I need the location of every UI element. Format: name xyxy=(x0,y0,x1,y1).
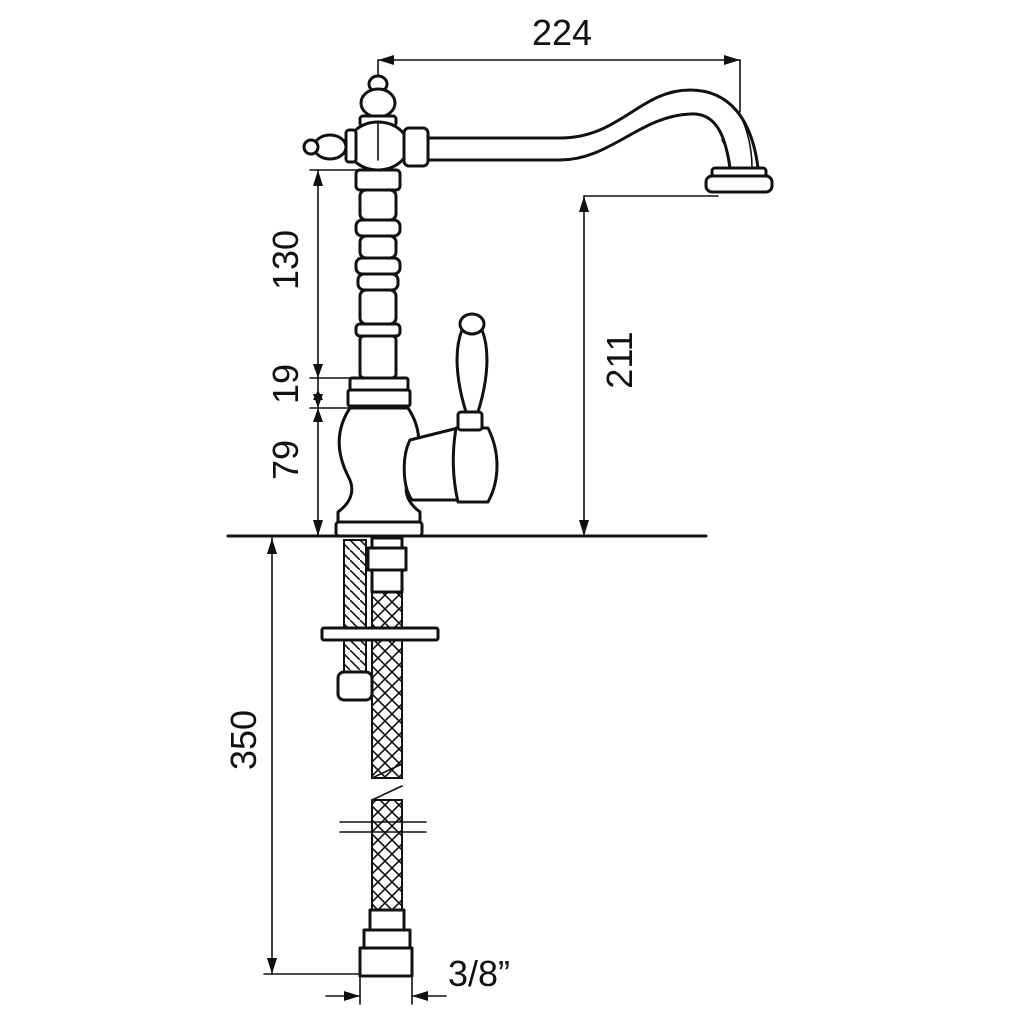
dimension-spout-height: 211 xyxy=(579,195,719,537)
braided-hose xyxy=(371,591,403,779)
upper-body-height-label: 130 xyxy=(265,230,306,290)
dimension-body-heights: 130 19 79 xyxy=(265,169,363,537)
faucet-column xyxy=(346,168,412,408)
fixing-nut xyxy=(336,670,374,702)
spout xyxy=(426,88,774,194)
lever-handle xyxy=(402,312,499,504)
hose-length-label: 350 xyxy=(223,710,264,770)
collar-height-label: 19 xyxy=(265,364,306,404)
supply-hoses xyxy=(320,536,440,978)
aerator xyxy=(704,174,774,194)
top-finial xyxy=(302,74,430,172)
hose-connector xyxy=(358,946,414,978)
base-height-label: 79 xyxy=(265,440,306,480)
spout-height-label: 211 xyxy=(599,331,640,388)
connection-size-label: 3/8” xyxy=(448,953,510,994)
dimension-spout-reach: 224 xyxy=(377,12,741,113)
dimension-connection-size: 3/8” xyxy=(325,953,510,1005)
spout-reach-label: 224 xyxy=(532,12,592,53)
mounting-plate xyxy=(320,626,440,642)
dimension-hose-length: 350 xyxy=(223,537,359,975)
